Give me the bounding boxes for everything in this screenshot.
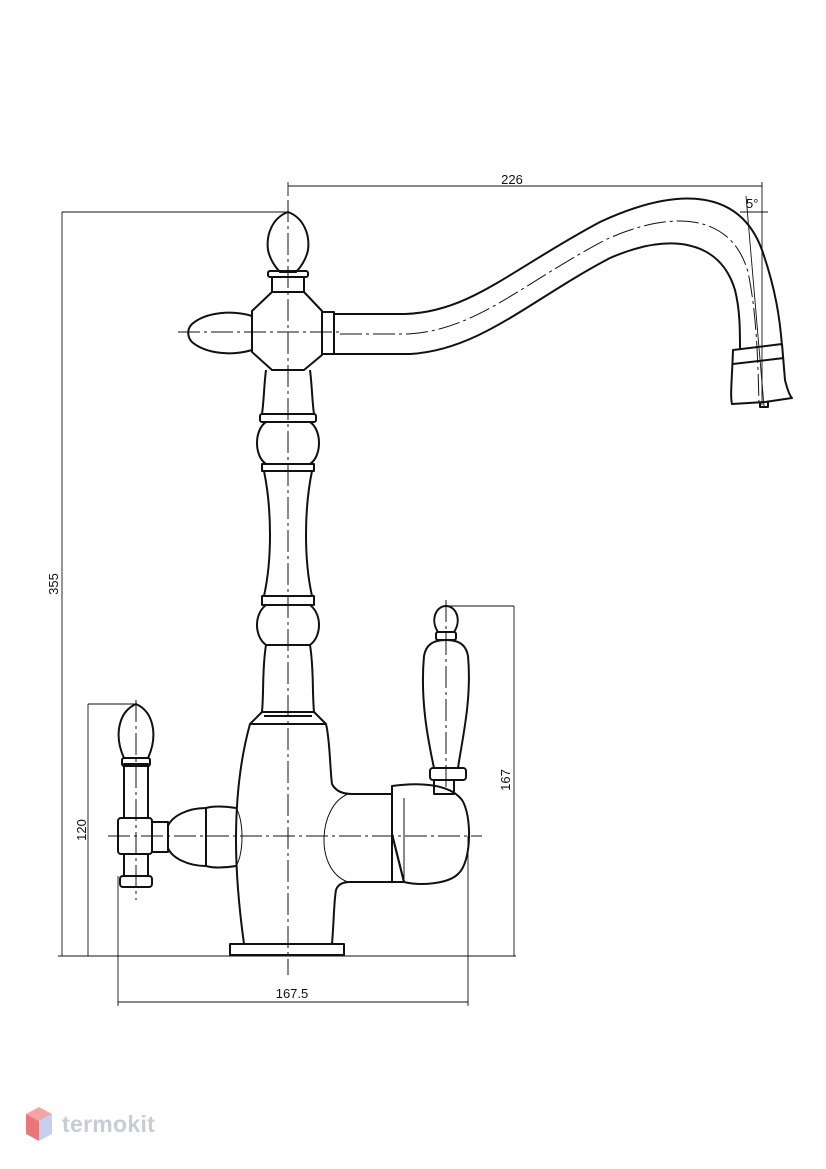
dim-355-label: 355	[46, 573, 61, 595]
dim-167-5-label: 167.5	[276, 986, 309, 1001]
dimension-355	[58, 211, 344, 957]
dimension-167-5	[117, 836, 469, 1006]
cube-logo-icon	[26, 1107, 52, 1141]
dimension-167	[344, 605, 516, 957]
dim-120-label: 120	[74, 819, 89, 841]
dim-167-label: 167	[498, 769, 513, 791]
dim-5deg-label: 5°	[746, 196, 758, 211]
logo-text: termokit	[62, 1110, 156, 1137]
dim-226-label: 226	[501, 172, 523, 187]
spout	[334, 197, 793, 408]
dimension-120	[87, 703, 136, 956]
right-handle	[391, 605, 470, 885]
dimension-226	[287, 182, 763, 196]
faucet-column	[187, 211, 392, 956]
center-lines	[108, 200, 482, 975]
dimension-5deg	[740, 195, 768, 407]
termokit-logo: termokit	[24, 1103, 155, 1145]
